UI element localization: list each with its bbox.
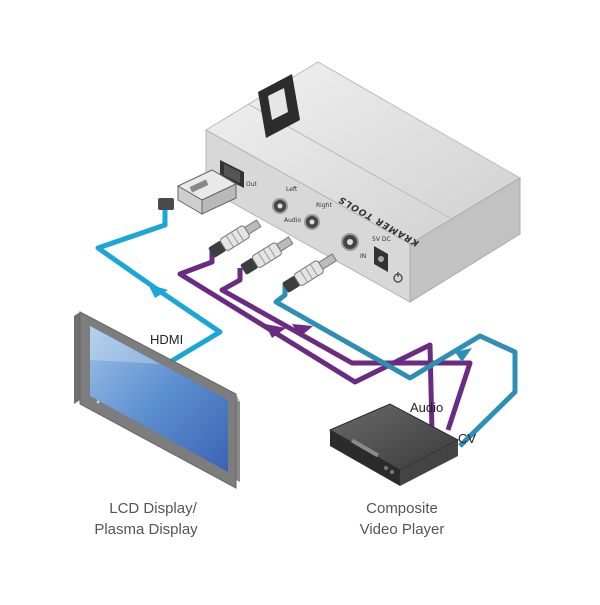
kramer-converter-device: KRAMER TOOLS Out Left Right Audio IN: [205, 61, 521, 303]
audio-label: Audio: [410, 400, 443, 415]
rca-jack-left: [272, 198, 288, 214]
power-jack: [374, 246, 388, 272]
display-caption-line1: LCD Display/: [109, 500, 197, 517]
rca-jack-cv-in: [341, 233, 359, 251]
rca-plug-audio-right: [240, 236, 294, 275]
rca-plug-cv: [282, 253, 338, 293]
display-screen: [90, 326, 228, 472]
kramer-logo-icon: [258, 74, 300, 138]
audio-cable-right: [219, 268, 473, 431]
port-label-left: Left: [286, 186, 298, 193]
cv-arrow-icon: [455, 348, 472, 362]
hdmi-label: HDMI: [150, 332, 183, 347]
cv-cable: [273, 284, 518, 448]
player-caption-line2: Video Player: [360, 521, 445, 538]
rca-plug-audio-left: [208, 219, 262, 258]
power-icon: [393, 272, 403, 283]
cv-label: CV: [458, 431, 476, 446]
hdmi-plug: [158, 169, 238, 215]
port-label-power: 5V DC: [372, 236, 391, 243]
hdmi-arrow-icon: [148, 284, 168, 298]
audio-arrow-icon-1: [265, 324, 286, 338]
port-label-hdmi-out: Out: [246, 181, 258, 188]
display-caption-line2: Plasma Display: [94, 521, 198, 538]
audio-arrow-icon-2: [292, 324, 313, 337]
port-label-right: Right: [316, 202, 332, 209]
rca-jack-right: [304, 214, 320, 230]
hdmi-cable: [95, 208, 223, 365]
port-label-audio: Audio: [284, 217, 301, 224]
lcd-display-device: [74, 311, 240, 489]
player-caption-line1: Composite: [366, 500, 438, 517]
composite-video-player-device: [328, 403, 460, 486]
hdmi-output-port: [220, 160, 244, 188]
port-label-cv-in: IN: [360, 253, 366, 260]
